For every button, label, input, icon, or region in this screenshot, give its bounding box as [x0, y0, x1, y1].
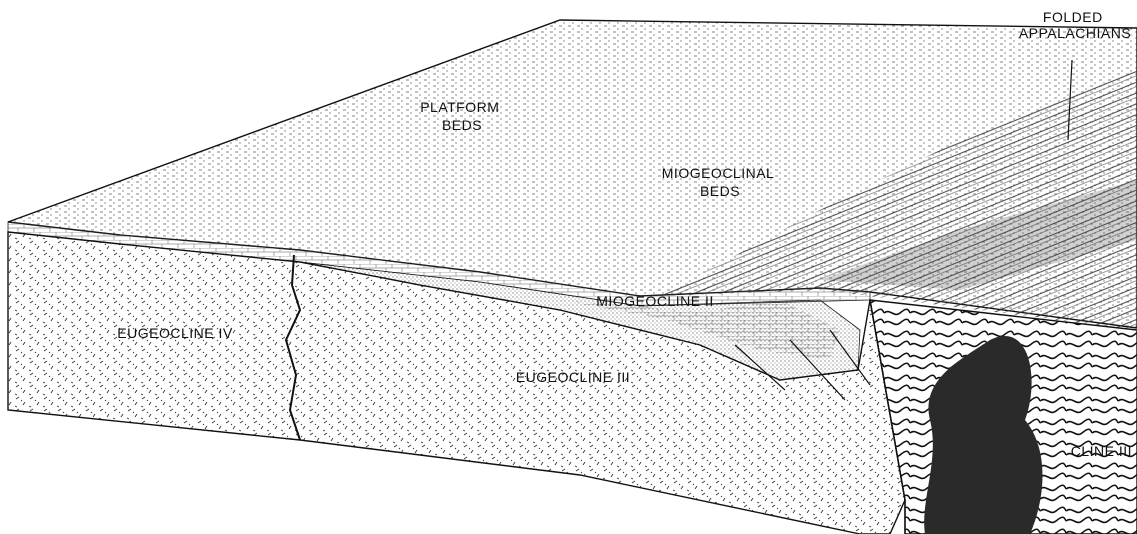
- label-eugeocline-iv: EUGEOCLINE IV: [117, 325, 233, 341]
- label-cline-iii: CLINE III: [1071, 443, 1132, 459]
- label-miogeocline-ii: MIOGEOCLINE II: [596, 293, 713, 309]
- label-folded-appalachians: FOLDED APPALACHIANS: [1019, 9, 1131, 41]
- label-eugeocline-iii: EUGEOCLINE III: [516, 369, 630, 385]
